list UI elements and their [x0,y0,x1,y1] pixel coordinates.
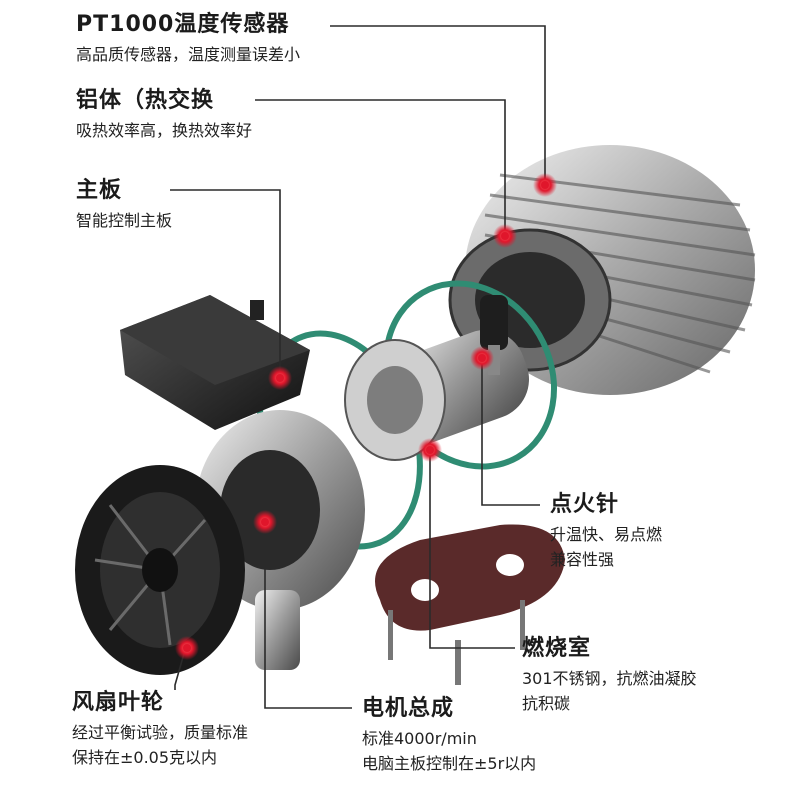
leader-line-motor [264,522,352,709]
callout-combustion-title: 燃烧室 [522,636,592,661]
callout-motor-line-1: 标准4000r/min [362,728,477,748]
callout-sensor: PT1000温度传感器 高品质传感器，温度测量误差小 [76,10,300,65]
callout-motor-title: 电机总成 [362,696,455,721]
callout-ignition-line-1: 升温快、易点燃 [550,524,663,544]
leader-line-fan [174,649,186,690]
callout-motor-line-2: 电脑主板控制在±5r以内 [362,754,537,774]
callout-board-line-1: 智能控制主板 [76,210,173,230]
control-board-housing [120,295,310,430]
leader-line-ignition [481,360,540,506]
combustion-chamber [344,329,529,461]
leader-line-sensor [330,25,546,180]
callout-aluminum-title: 铝体（热交换 [76,88,215,113]
leader-line-board [170,189,281,375]
callout-ignition-title: 点火针 [550,492,620,517]
callout-combustion: 燃烧室 301不锈钢，抗燃油凝胶 抗积碳 [522,634,697,715]
leader-line-combustion [429,448,515,649]
callout-sensor-line-1: 高品质传感器，温度测量误差小 [76,44,301,64]
callout-aluminum-line-1: 吸热效率高，换热效率好 [76,120,253,140]
callout-combustion-line-1: 301不锈钢，抗燃油凝胶 [522,668,697,688]
callout-fan-title: 风扇叶轮 [72,690,165,715]
callout-sensor-title: PT1000温度传感器 [76,12,290,37]
burner-plate [375,524,565,685]
callout-fan-line-2: 保持在±0.05克以内 [72,748,218,768]
fan-impeller [75,465,245,675]
leader-line-aluminum [255,99,506,232]
callout-ignition-line-2: 兼容性强 [550,550,615,570]
callout-board: 主板 智能控制主板 [76,176,172,231]
callout-fan-line-1: 经过平衡试验，质量标准 [72,722,249,742]
callout-fan: 风扇叶轮 经过平衡试验，质量标准 保持在±0.05克以内 [72,688,248,769]
callout-aluminum: 铝体（热交换 吸热效率高，换热效率好 [76,86,252,141]
callout-ignition: 点火针 升温快、易点燃 兼容性强 [550,490,662,571]
callout-motor: 电机总成 标准4000r/min 电脑主板控制在±5r以内 [362,694,536,775]
callout-combustion-line-2: 抗积碳 [522,694,571,714]
callout-board-title: 主板 [76,178,123,203]
